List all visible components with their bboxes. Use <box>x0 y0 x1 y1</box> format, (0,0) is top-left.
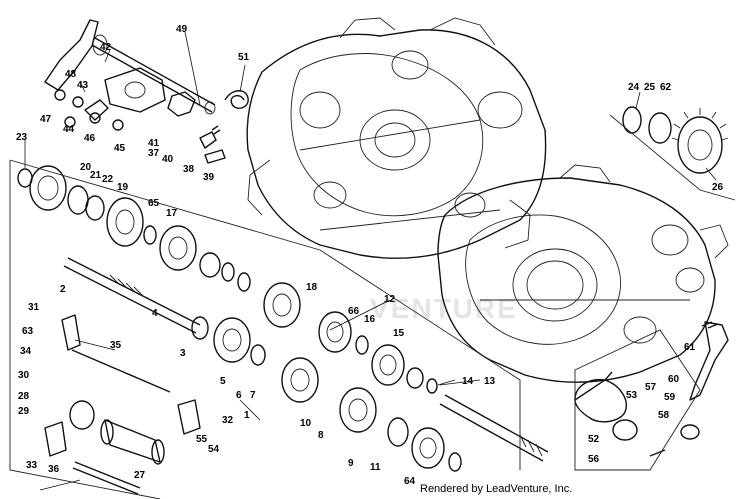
callout-7: 7 <box>250 390 256 401</box>
callout-18: 18 <box>306 282 318 293</box>
countershaft <box>439 394 549 462</box>
callout-28: 28 <box>18 391 30 402</box>
callout-65: 65 <box>148 198 160 209</box>
callout-13: 13 <box>484 376 496 387</box>
callout-45: 45 <box>114 143 126 154</box>
callout-24: 24 <box>628 82 640 93</box>
callout-15: 15 <box>393 328 405 339</box>
callout-59: 59 <box>664 392 676 403</box>
credit-text: Rendered by LeadVenture, Inc. <box>420 483 573 495</box>
callout-42: 42 <box>100 42 112 53</box>
callout-2: 2 <box>60 284 66 295</box>
callout-64: 64 <box>404 476 416 487</box>
callout-66: 66 <box>348 306 360 317</box>
callout-3: 3 <box>180 348 186 359</box>
reference-lines <box>9 114 736 499</box>
callout-14: 14 <box>462 376 474 387</box>
callout-46: 46 <box>84 133 96 144</box>
callout-40: 40 <box>162 154 174 165</box>
callout-17: 17 <box>166 208 178 219</box>
callout-4: 4 <box>152 308 158 319</box>
callout-20: 20 <box>80 162 92 173</box>
small-hardware-cluster <box>54 89 124 131</box>
crankcase-right-half <box>437 164 729 383</box>
callout-6: 6 <box>236 390 242 401</box>
callout-36: 36 <box>48 464 60 475</box>
callout-10: 10 <box>300 418 312 429</box>
callout-53: 53 <box>626 390 638 401</box>
callout-38: 38 <box>183 164 195 175</box>
callout-49: 49 <box>176 24 188 35</box>
callout-56: 56 <box>588 454 600 465</box>
callout-37: 37 <box>148 148 160 159</box>
crankcase-left-half <box>246 17 547 259</box>
callout-9: 9 <box>348 458 354 469</box>
callout-55: 55 <box>196 434 208 445</box>
callout-23: 23 <box>16 132 28 143</box>
callout-54: 54 <box>208 444 220 455</box>
callout-63: 63 <box>22 326 34 337</box>
callout-21: 21 <box>90 170 102 181</box>
return-spring <box>224 90 249 109</box>
shift-drum <box>69 400 165 495</box>
callout-43: 43 <box>77 80 89 91</box>
callout-29: 29 <box>18 406 30 417</box>
leader-lines <box>24 31 717 491</box>
callout-8: 8 <box>318 430 324 441</box>
callout-48: 48 <box>65 69 77 80</box>
callout-labels: 1 2 3 4 5 6 7 8 9 10 11 12 13 14 15 16 1… <box>16 24 724 487</box>
mainshaft <box>63 257 209 340</box>
callout-35: 35 <box>110 340 122 351</box>
shift-plate <box>104 67 166 113</box>
callout-39: 39 <box>203 172 215 183</box>
shift-shaft <box>44 19 216 115</box>
callout-19: 19 <box>117 182 129 193</box>
callout-62: 62 <box>660 82 672 93</box>
callout-26: 26 <box>712 182 724 193</box>
callout-61: 61 <box>684 342 696 353</box>
countershaft-gears <box>213 317 462 472</box>
callout-44: 44 <box>63 124 75 135</box>
sensor-assembly <box>574 371 666 457</box>
stopper-arm <box>167 91 226 164</box>
callout-27: 27 <box>134 470 146 481</box>
callout-32: 32 <box>222 415 234 426</box>
callout-11: 11 <box>370 462 381 473</box>
callout-60: 60 <box>668 374 680 385</box>
callout-22: 22 <box>102 174 114 185</box>
callout-33: 33 <box>26 460 38 471</box>
drive-sprocket <box>622 106 729 174</box>
callout-30: 30 <box>18 370 30 381</box>
callout-31: 31 <box>28 302 40 313</box>
callout-5: 5 <box>220 376 226 387</box>
callout-58: 58 <box>658 410 670 421</box>
callout-12: 12 <box>384 294 396 305</box>
callout-51: 51 <box>238 52 250 63</box>
gear-shift-pedal <box>680 321 729 440</box>
callout-34: 34 <box>20 346 32 357</box>
callout-41: 41 <box>148 138 160 149</box>
shift-forks <box>44 314 201 457</box>
callout-25: 25 <box>644 82 656 93</box>
callout-1: 1 <box>244 410 250 421</box>
gear-train <box>17 165 438 394</box>
callout-57: 57 <box>645 382 657 393</box>
callout-52: 52 <box>588 434 600 445</box>
callout-16: 16 <box>364 314 376 325</box>
callout-47: 47 <box>40 114 52 125</box>
